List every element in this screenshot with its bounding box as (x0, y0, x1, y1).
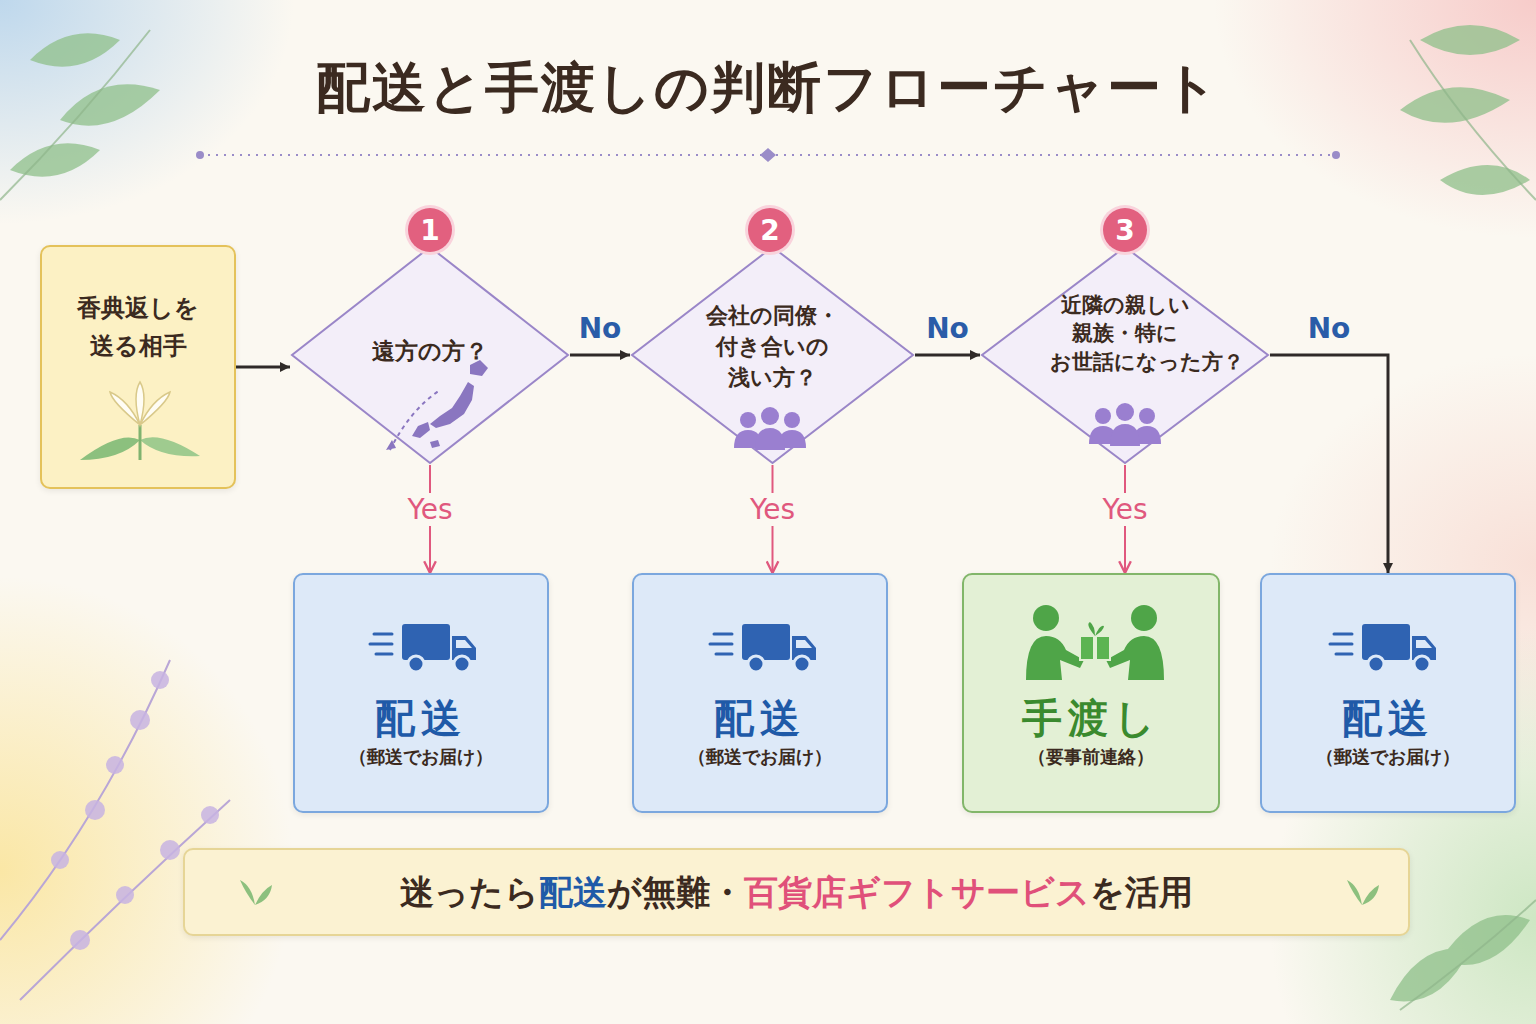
flow-arrow (915, 354, 980, 357)
node-content: 香典返しを 送る相手 (42, 247, 234, 366)
tip-text: 配送 (539, 870, 607, 914)
delivery-box: 配送（郵送でお届け） (293, 573, 549, 813)
no-label: No (922, 312, 973, 345)
decision-diamond: 近隣の親しい 親族・特に お世話になった方？ (980, 245, 1270, 465)
tip-text: 迷ったら (400, 870, 539, 914)
callout-number: 2 (748, 208, 792, 252)
decision-diamond: 遠方の方？ (290, 245, 570, 465)
yes-label: Yes (746, 493, 799, 526)
node-title: 近隣の親しい 親族・特に お世話になった方？ (1050, 291, 1200, 376)
diamond-shape (632, 247, 913, 463)
handover-icon (1026, 605, 1164, 680)
node-content: 近隣の親しい 親族・特に お世話になった方？ (980, 245, 1270, 376)
diamond-shape (292, 247, 568, 463)
stems (0, 30, 1536, 1010)
node-content: 遠方の方？ (290, 245, 570, 367)
truck-icon (1330, 624, 1436, 672)
delivery-box: 配送（郵送でお届け） (1260, 573, 1516, 813)
title-divider (196, 148, 1340, 162)
node-content: 配送（郵送でお届け） (634, 575, 886, 770)
no-label: No (575, 312, 626, 345)
yes-label: Yes (403, 493, 456, 526)
truck-icon (710, 624, 816, 672)
tip-banner: 迷ったら配送が無難・百貨店ギフトサービスを活用 (183, 848, 1410, 936)
node-title: 会社の同僚・ 付き合いの 浅い方？ (698, 301, 848, 393)
node-note: （郵送でお届け） (688, 743, 832, 770)
yes-label: Yes (1098, 493, 1151, 526)
japan-map-icon (386, 360, 488, 450)
truck-icon (370, 624, 476, 672)
node-title: 手渡し (1022, 693, 1161, 743)
node-title: 遠方の方？ (345, 335, 515, 367)
node-content: 手渡し（要事前連絡） (964, 575, 1218, 770)
banner-sprigs (240, 880, 1379, 905)
callout-number: 3 (1103, 208, 1147, 252)
no-label: No (1304, 312, 1355, 345)
decision-diamond: 会社の同僚・ 付き合いの 浅い方？ (630, 245, 915, 465)
lily-icon (80, 382, 200, 460)
node-title: 香典返しを 送る相手 (53, 289, 223, 366)
flow-arrow (236, 366, 290, 369)
node-title: 配送 (375, 693, 467, 743)
node-content: 迷ったら配送が無難・百貨店ギフトサービスを活用 (185, 850, 1408, 934)
diamond-shape (982, 247, 1268, 463)
lavender-sprigs (0, 660, 230, 1000)
tip-text: を活用 (1090, 870, 1193, 914)
tip-text: 百貨店ギフトサービス (744, 870, 1090, 914)
node-title: 配送 (714, 693, 806, 743)
node-title: 配送 (1342, 693, 1434, 743)
node-content: 配送（郵送でお届け） (1262, 575, 1514, 770)
start-box: 香典返しを 送る相手 (40, 245, 236, 489)
node-content: 配送（郵送でお届け） (295, 575, 547, 770)
callout-number: 1 (408, 208, 452, 252)
people-icon (734, 407, 806, 450)
title: 配送と手渡しの判断フローチャート (0, 52, 1536, 125)
leaves (10, 25, 1530, 1001)
flow-arrow (1270, 355, 1388, 573)
flow-arrow (570, 354, 630, 357)
node-note: （郵送でお届け） (349, 743, 493, 770)
delivery-box: 配送（郵送でお届け） (632, 573, 888, 813)
people-icon (1089, 403, 1161, 446)
node-content: 会社の同僚・ 付き合いの 浅い方？ (630, 245, 915, 393)
handover-box: 手渡し（要事前連絡） (962, 573, 1220, 813)
node-note: （要事前連絡） (1028, 743, 1154, 770)
tip-text: が無難・ (607, 870, 744, 914)
node-note: （郵送でお届け） (1316, 743, 1460, 770)
